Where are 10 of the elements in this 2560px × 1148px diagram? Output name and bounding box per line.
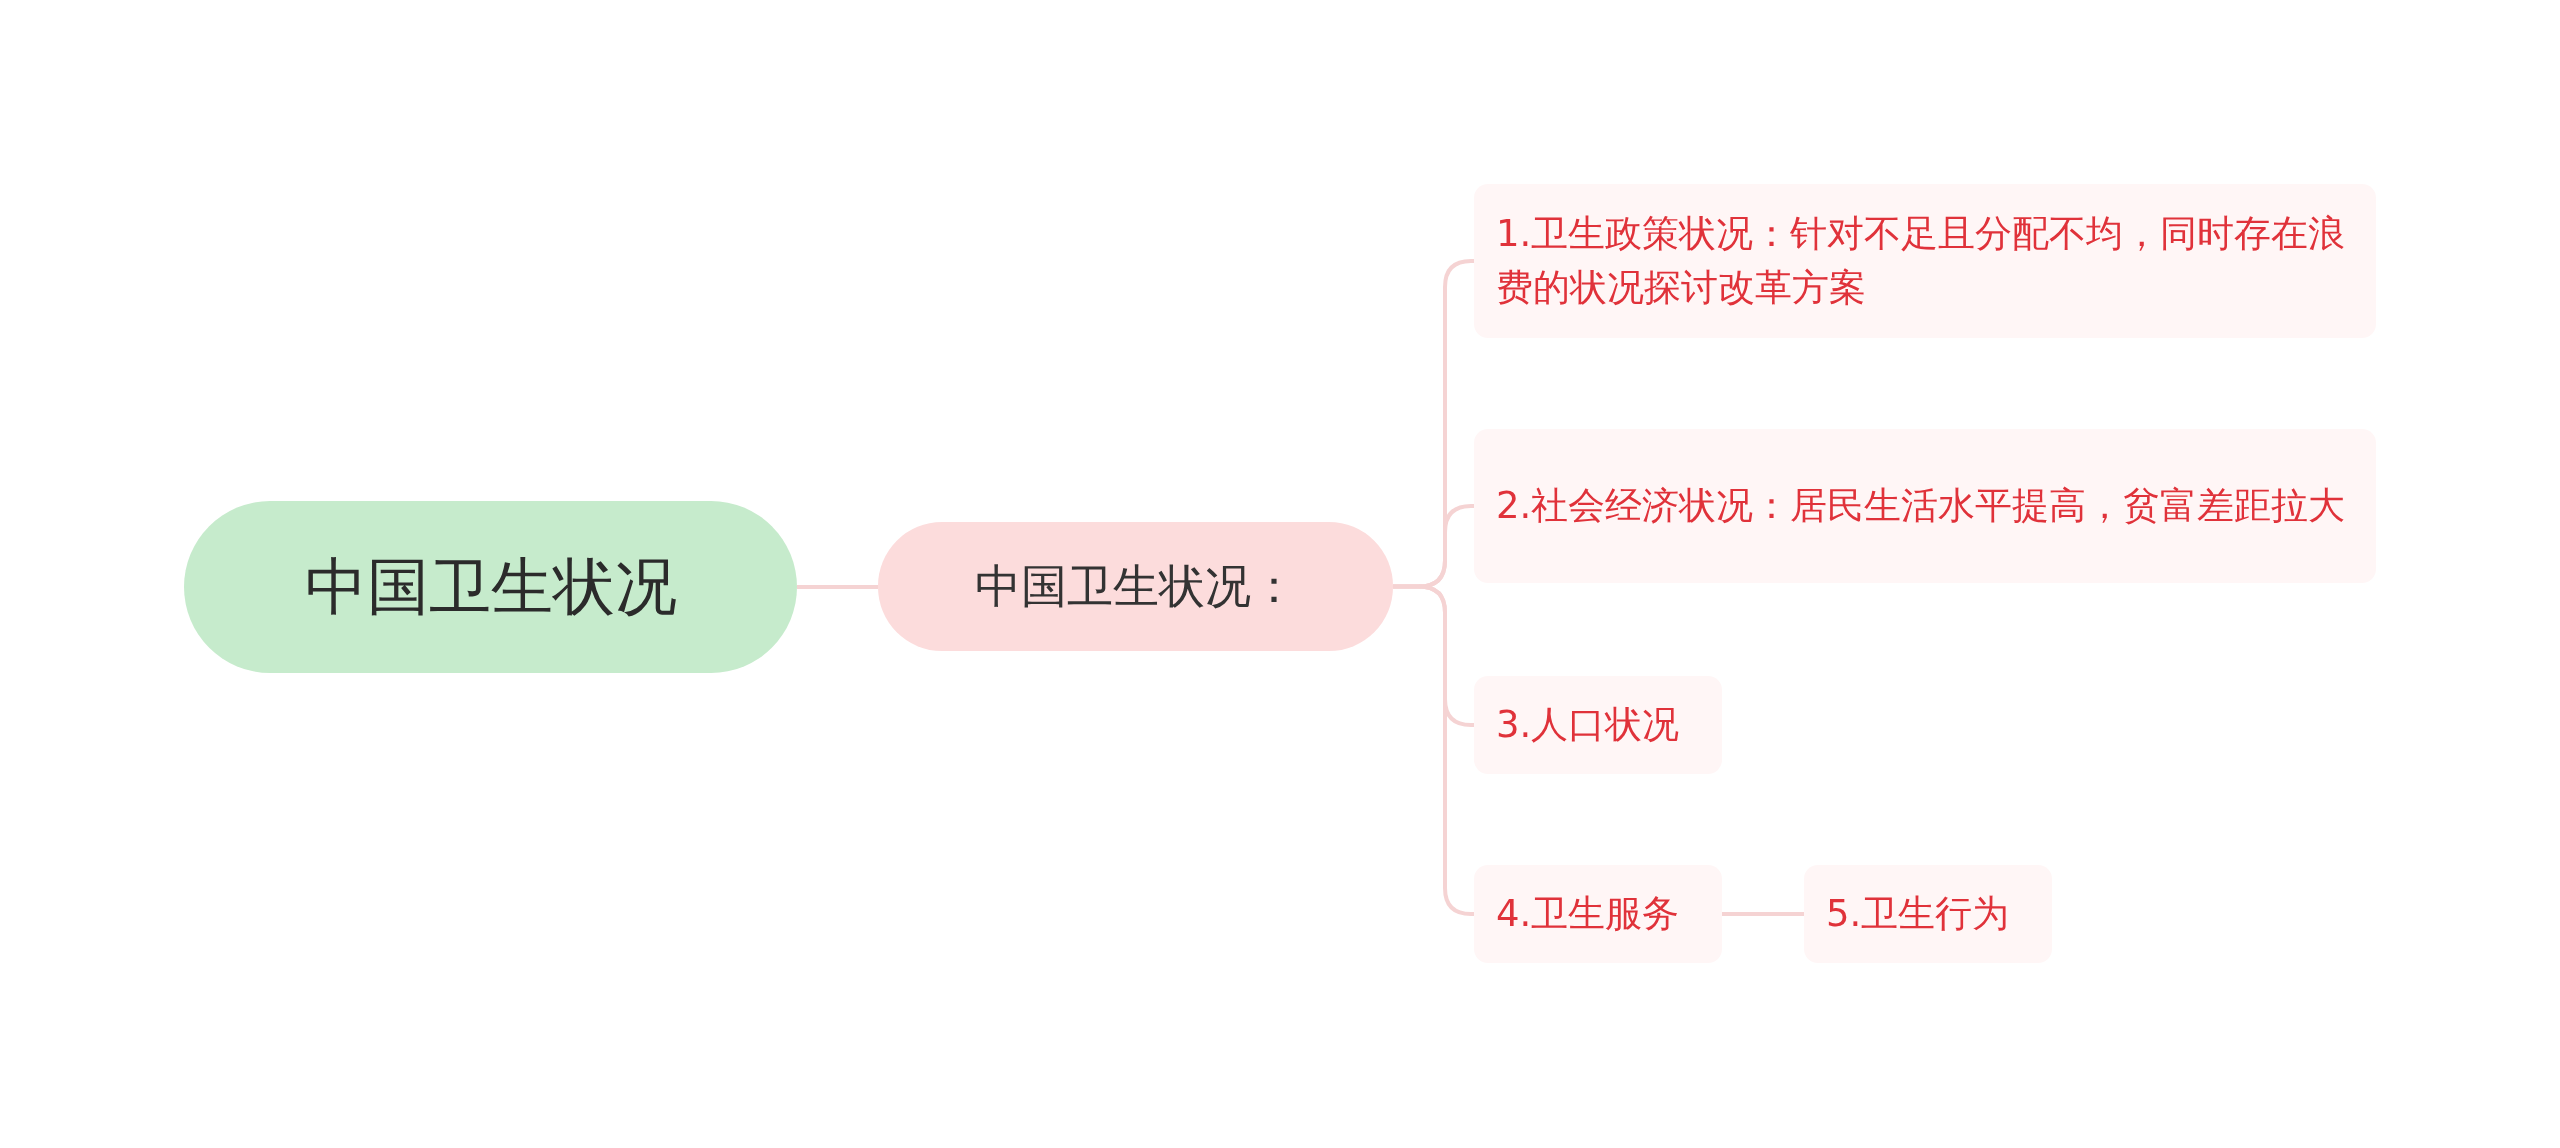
- topic-box: 5.卫生行为: [1804, 865, 2052, 963]
- branch-box: 中国卫生状况：: [878, 522, 1393, 651]
- topic-box: 中国卫生状况: [184, 501, 797, 673]
- connector-line: [1722, 912, 1804, 916]
- connector-line: [797, 585, 878, 589]
- topic-box: 2.社会经济状况：居民生活水平提高，贫富差距拉大: [1474, 429, 2376, 583]
- topic-box: 4.卫生服务: [1474, 865, 1722, 963]
- topic-box: 1.卫生政策状况：针对不足且分配不均，同时存在浪费的状况探讨改革方案: [1474, 184, 2376, 338]
- topic-box: 3.人口状况: [1474, 676, 1722, 774]
- connector-line: [1393, 584, 1475, 916]
